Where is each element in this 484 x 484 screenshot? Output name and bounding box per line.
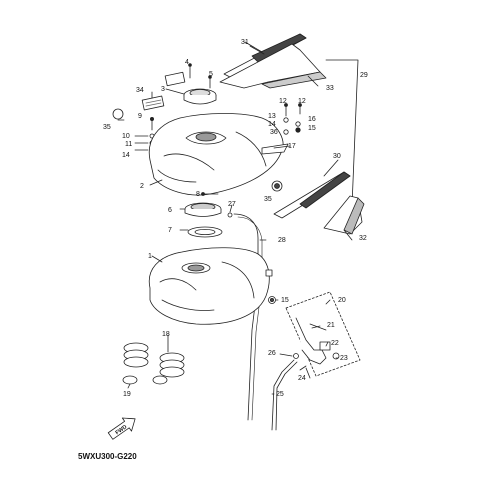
callout-3: 3 bbox=[161, 86, 165, 93]
callout-16: 16 bbox=[308, 116, 316, 123]
grommet-35 bbox=[112, 108, 124, 120]
callout-8: 8 bbox=[196, 191, 200, 198]
callout-15-upper: 15 bbox=[308, 125, 316, 132]
fuel-hose bbox=[271, 359, 295, 431]
leader-29 bbox=[325, 59, 359, 207]
decal-33-shade bbox=[261, 71, 327, 89]
callout-4: 4 bbox=[185, 59, 189, 66]
callout-35-left: 35 bbox=[103, 124, 111, 131]
callout-22: 22 bbox=[331, 340, 339, 347]
fuel-cock bbox=[295, 317, 327, 365]
damper-18a bbox=[123, 342, 149, 368]
callout-32: 32 bbox=[359, 235, 367, 242]
callout-29: 29 bbox=[360, 72, 368, 79]
decal-32-shade bbox=[343, 197, 365, 235]
callouts: 31 29 33 4 5 3 34 35 9 10 11 14 12 12 13… bbox=[103, 39, 368, 398]
callout-2: 2 bbox=[140, 183, 144, 190]
callout-7: 7 bbox=[168, 227, 172, 234]
label-sticker bbox=[164, 71, 186, 87]
callout-20: 20 bbox=[338, 297, 346, 304]
callout-19: 19 bbox=[123, 391, 131, 398]
callout-34: 34 bbox=[136, 87, 144, 94]
callout-25: 25 bbox=[276, 391, 284, 398]
callout-11: 11 bbox=[125, 141, 132, 148]
callout-14-right: 14 bbox=[268, 121, 276, 128]
callout-1: 1 bbox=[148, 253, 152, 260]
callout-9: 9 bbox=[138, 113, 142, 120]
callout-18: 18 bbox=[162, 331, 170, 338]
fuel-cock-box bbox=[285, 291, 361, 377]
callout-6: 6 bbox=[168, 207, 172, 214]
callout-31: 31 bbox=[241, 39, 249, 46]
callout-17: 17 bbox=[288, 143, 296, 150]
callout-35-right: 35 bbox=[264, 196, 272, 203]
clip-19a bbox=[122, 375, 138, 385]
damper-18b bbox=[159, 352, 185, 378]
decal-31-stripe bbox=[251, 33, 307, 63]
callout-30: 30 bbox=[333, 153, 341, 160]
callout-5: 5 bbox=[209, 71, 213, 78]
callout-27: 27 bbox=[228, 201, 236, 208]
diagram-code: 5WXU300-G220 bbox=[78, 452, 137, 461]
callout-28: 28 bbox=[278, 237, 286, 244]
fuel-tank bbox=[148, 247, 270, 325]
callout-33: 33 bbox=[326, 85, 334, 92]
callout-12-a: 12 bbox=[279, 98, 287, 105]
callout-21: 21 bbox=[327, 322, 335, 329]
forward-arrow bbox=[107, 417, 136, 440]
clip-19b bbox=[152, 375, 168, 385]
callout-26: 26 bbox=[268, 350, 276, 357]
callout-12-b: 12 bbox=[298, 98, 306, 105]
callout-24: 24 bbox=[298, 375, 306, 382]
callout-13: 13 bbox=[268, 113, 276, 120]
callout-14-left: 14 bbox=[122, 152, 130, 159]
callout-15-lower: 15 bbox=[281, 297, 289, 304]
callout-10: 10 bbox=[122, 133, 130, 140]
callout-36: 36 bbox=[270, 129, 278, 136]
callout-23: 23 bbox=[340, 355, 348, 362]
decal-30-stripe bbox=[299, 171, 351, 209]
